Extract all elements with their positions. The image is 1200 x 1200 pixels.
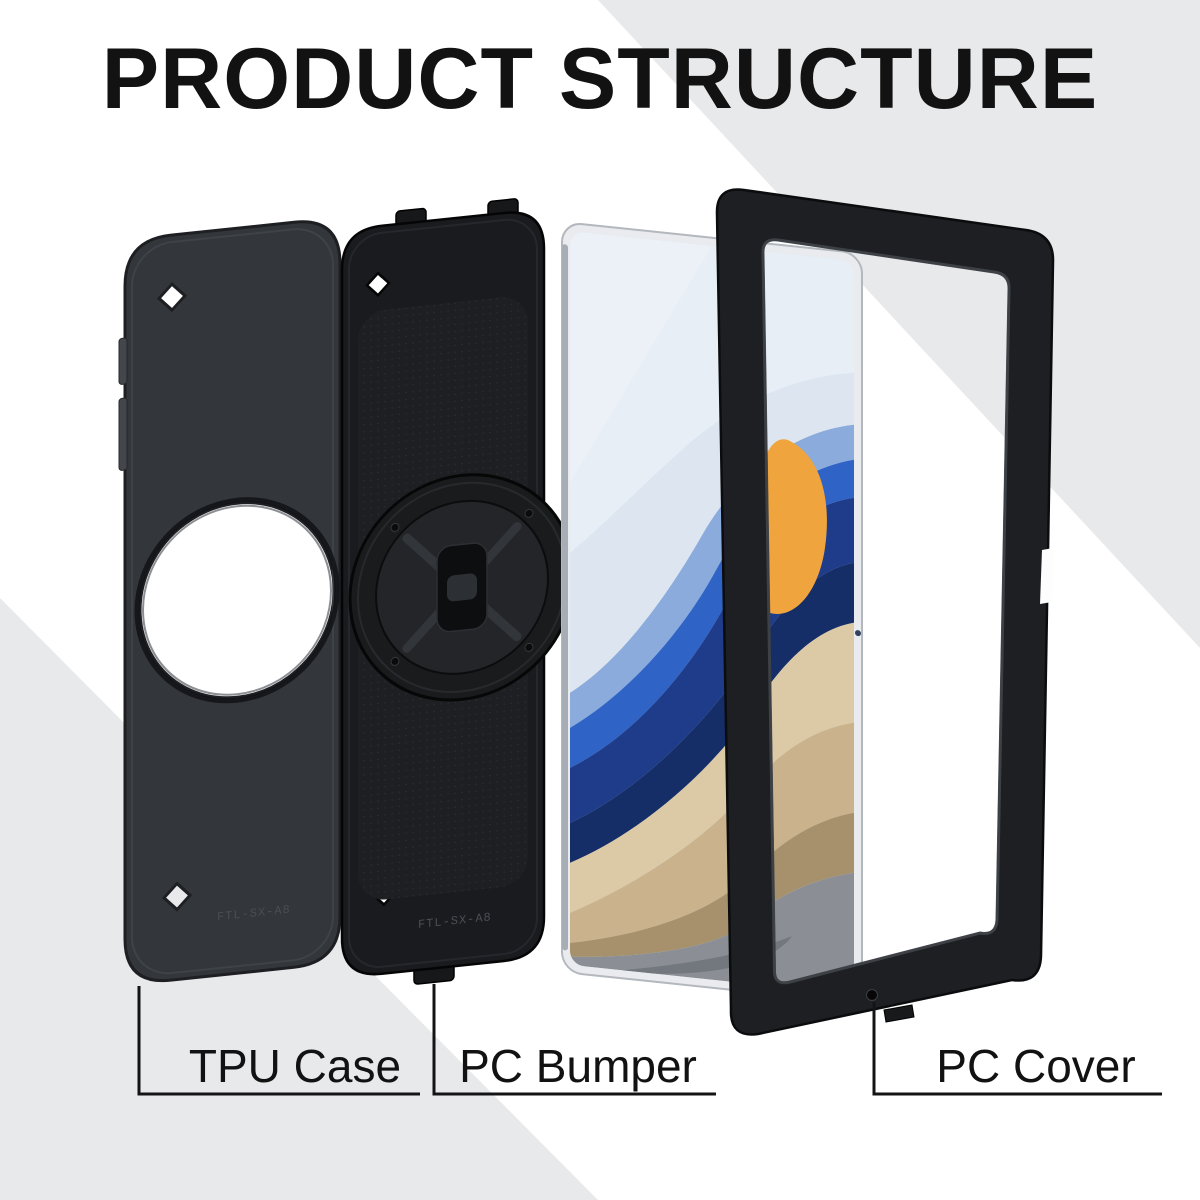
wallpaper-lightblue-wave xyxy=(570,424,854,728)
wallpaper-sand xyxy=(570,722,854,943)
wallpaper-deep-wave xyxy=(570,562,854,863)
label-tpu-case: TPU Case xyxy=(188,1040,402,1092)
ring-screw xyxy=(524,642,534,652)
tpu-case-part: FTL-SX-A8 xyxy=(118,220,342,983)
cover-bottom-hole xyxy=(866,989,878,1001)
kickstand-spoke xyxy=(402,606,446,653)
cover-inner-lip xyxy=(761,238,1011,985)
hand-strap-bar xyxy=(447,573,477,602)
tpu-case-shell xyxy=(123,220,342,983)
pc-bumper-part: FTL-SX-A8 xyxy=(340,198,576,985)
label-pc-bumper: PC Bumper xyxy=(459,1040,697,1092)
wallpaper-sand-light xyxy=(570,622,854,913)
tablet-left-edge xyxy=(562,244,568,951)
tpu-circle-rim-highlight xyxy=(142,504,332,696)
cover-bottom-tab xyxy=(883,1004,915,1023)
tpu-circle-rim xyxy=(134,497,340,704)
leader-line-tpu-case xyxy=(137,986,420,1096)
ring-screw xyxy=(390,522,400,532)
kickstand-spoke xyxy=(478,522,522,569)
power-button xyxy=(118,337,128,385)
ring-screw xyxy=(390,656,400,666)
volume-button xyxy=(118,397,128,471)
front-camera-icon xyxy=(855,630,861,637)
wallpaper-sky xyxy=(570,230,854,553)
kickstand-spoke xyxy=(478,601,522,642)
leader-line-pc-cover xyxy=(872,1002,1162,1096)
wallpaper-sand-dark xyxy=(570,812,854,957)
label-pc-cover: PC Cover xyxy=(936,1040,1136,1092)
tablet-part xyxy=(561,222,863,1003)
screen-glare xyxy=(570,230,712,483)
page-title: PRODUCT STRUCTURE xyxy=(101,31,1099,127)
pen-groove-notch xyxy=(1040,548,1053,604)
screen-wallpaper xyxy=(570,230,854,995)
kickstand-spoke xyxy=(402,533,446,574)
wallpaper-blue-wave xyxy=(570,459,854,768)
wallpaper-gray-bottom xyxy=(570,872,854,995)
leader-line-pc-bumper xyxy=(432,984,716,1096)
ring-screw xyxy=(524,508,534,518)
tpu-case-bevel xyxy=(131,228,334,975)
pc-cover-part xyxy=(715,188,1055,1036)
